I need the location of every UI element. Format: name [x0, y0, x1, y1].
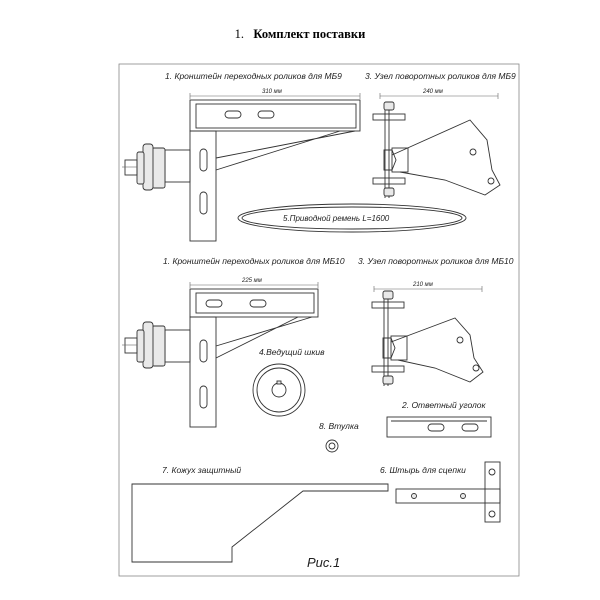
drive-pulley-label: 4.Ведущий шкив [259, 347, 325, 357]
bushing-drawing: 8. Втулка [319, 421, 359, 453]
section-heading: 1. Комплект поставки [0, 27, 600, 42]
drive-pulley-drawing: 4.Ведущий шкив [252, 347, 325, 417]
roller-unit-mb10-dimension: 210 мм [412, 282, 433, 288]
counter-angle-label: 2. Ответный уголок [401, 400, 487, 410]
guard-drawing: 7. Кожух защитный [131, 465, 389, 563]
roller-unit-mb10-drawing: 3. Узел поворотных роликов для МБ10 210 … [358, 256, 514, 386]
bushing-label: 8. Втулка [319, 421, 359, 431]
figure-caption: Рис.1 [307, 555, 340, 570]
bracket-mb10-label: 1. Кронштейн переходных роликов для МБ10 [163, 256, 345, 266]
roller-unit-mb10-label: 3. Узел поворотных роликов для МБ10 [358, 256, 514, 266]
roller-unit-mb9-dimension: 240 мм [422, 89, 443, 95]
bracket-mb9-label: 1. Кронштейн переходных роликов для МБ9 [165, 71, 342, 81]
section-number: 1. [234, 27, 245, 41]
drawing-frame [118, 63, 520, 577]
section-title: Комплект поставки [253, 27, 366, 41]
drive-belt-label: 5.Приводной ремень L=1600 [283, 214, 390, 223]
coupling-pin-drawing: 6. Штырь для сцепки [380, 461, 501, 523]
bracket-mb10-dimension: 225 мм [241, 278, 262, 284]
counter-angle-drawing: 2. Ответный уголок [386, 400, 492, 438]
roller-unit-mb9-drawing: 3. Узел поворотных роликов для МБ9 240 м… [365, 71, 516, 198]
bracket-mb10-drawing: 1. Кронштейн переходных роликов для МБ10… [122, 256, 345, 428]
roller-unit-mb9-label: 3. Узел поворотных роликов для МБ9 [365, 71, 516, 81]
drive-belt-drawing: 5.Приводной ремень L=1600 [237, 203, 467, 233]
coupling-pin-label: 6. Штырь для сцепки [380, 465, 466, 475]
bracket-mb9-dimension: 310 мм [262, 89, 282, 95]
guard-label: 7. Кожух защитный [162, 465, 241, 475]
bracket-mb9-drawing: 1. Кронштейн переходных роликов для МБ9 … [122, 71, 361, 242]
